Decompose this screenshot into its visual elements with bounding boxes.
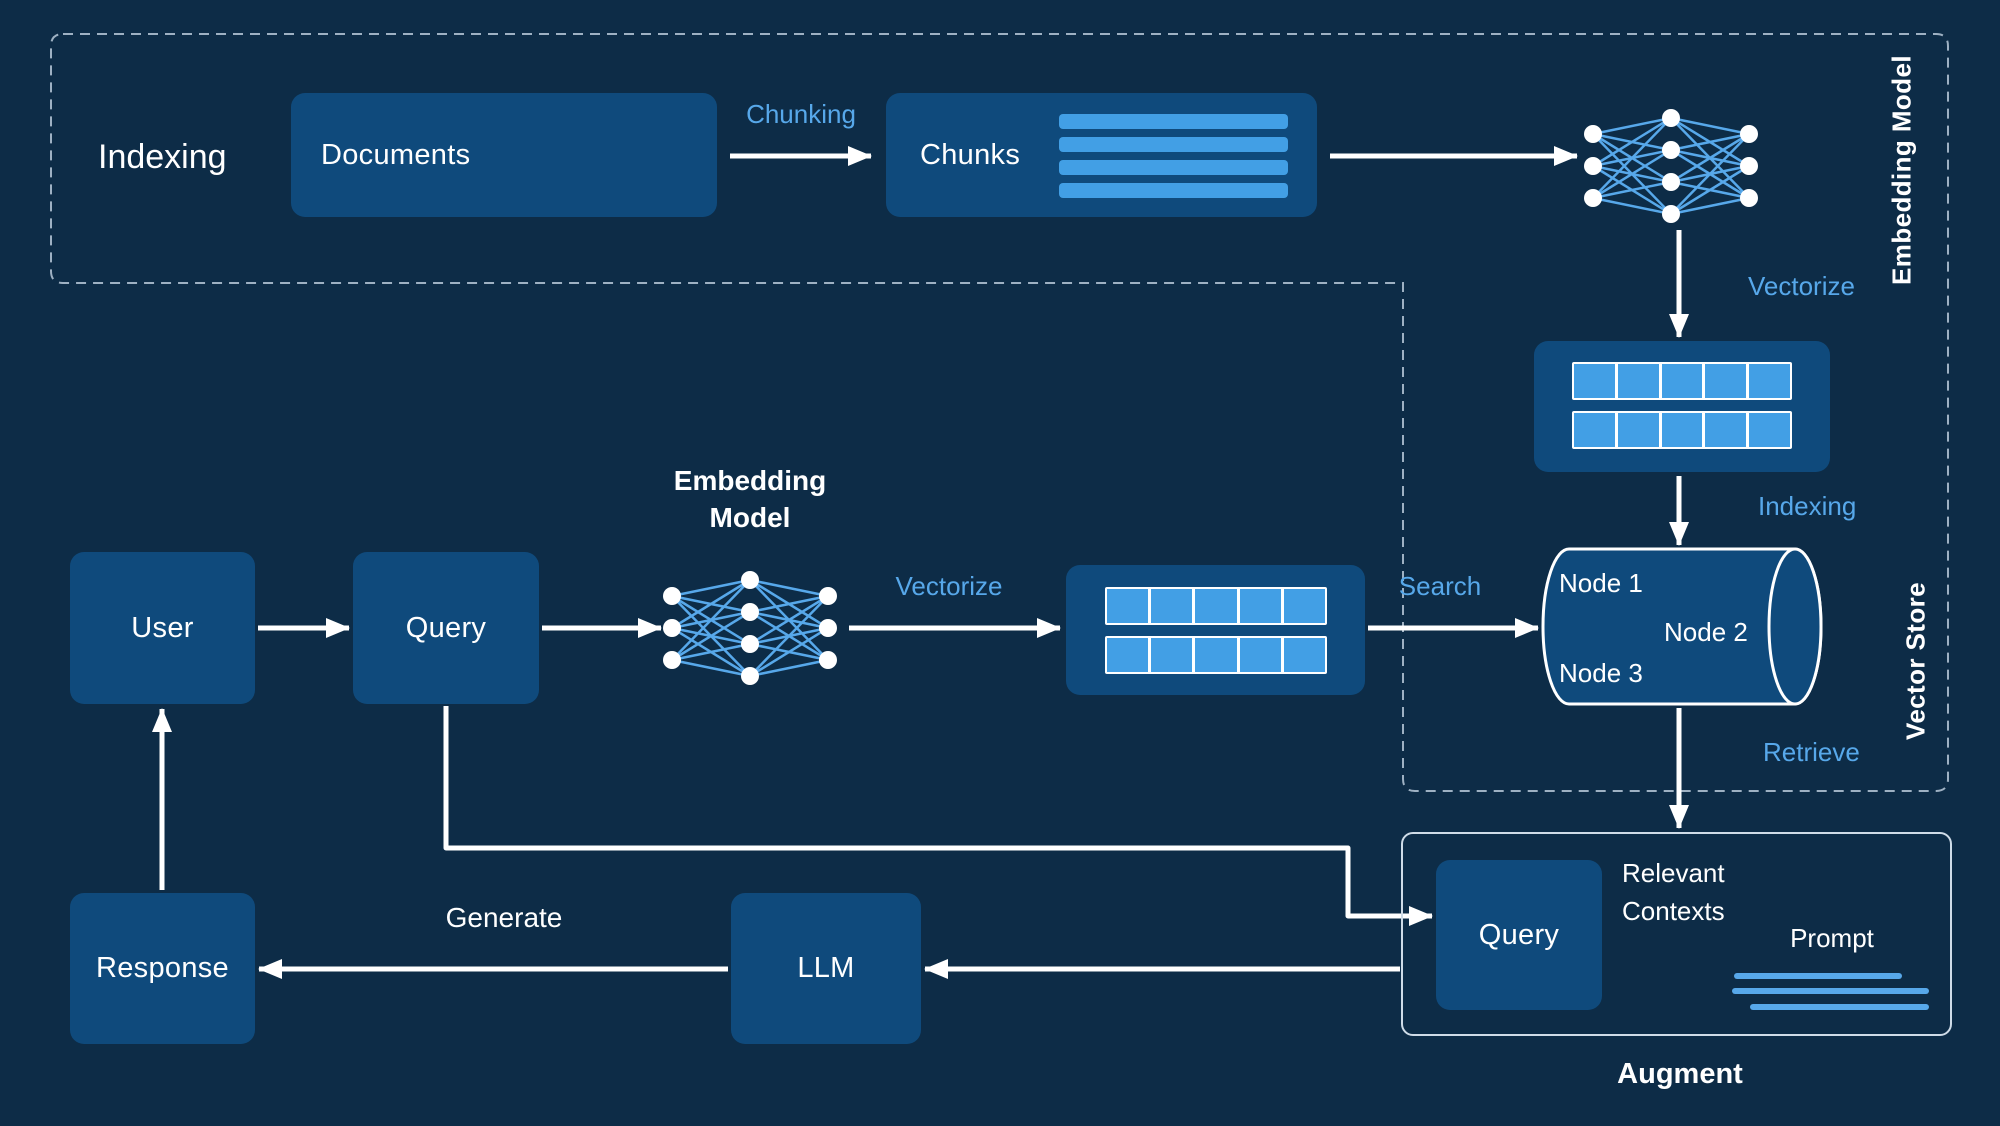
chunk-bar (1059, 114, 1288, 129)
vector-cell (1195, 589, 1237, 623)
chunk-bar (1059, 183, 1288, 198)
prompt-line (1734, 973, 1902, 979)
query-label: Query (405, 611, 487, 644)
vector-store-vertical-label: Vector Store (1900, 582, 1931, 740)
vector-cell (1661, 364, 1703, 398)
indexing-arrow-label: Indexing (1758, 491, 1857, 521)
vector-matrix-top (1534, 341, 1830, 472)
vector-cell (1239, 589, 1281, 623)
vector-cell (1151, 638, 1193, 672)
llm-label: LLM (797, 952, 855, 984)
embedding-model-line1: Embedding (673, 465, 827, 496)
vectorize-top-label: Vectorize (1748, 271, 1855, 301)
node-2-label: Node 2 (1664, 617, 1748, 647)
prompt-line (1750, 1004, 1929, 1010)
vector-cell (1239, 638, 1281, 672)
embedding-model-label: Embedding Model (674, 462, 826, 536)
chunk-bar (1059, 160, 1288, 175)
vector-cell (1574, 364, 1615, 398)
database-cylinder-icon (1541, 547, 1823, 706)
embedding-model-vertical-label: Embedding Model (1886, 55, 1917, 285)
user-label: User (131, 611, 194, 644)
vector-row (1572, 411, 1792, 449)
prompt-label: Prompt (1790, 923, 1874, 953)
vector-cell (1705, 413, 1747, 447)
vector-cell (1749, 413, 1790, 447)
vector-cell (1151, 589, 1193, 623)
chunk-bar (1059, 137, 1288, 152)
documents-label: Documents (321, 138, 471, 171)
prompt-line (1732, 988, 1929, 994)
vector-matrix-query (1066, 565, 1365, 695)
generate-arrow-label: Generate (445, 902, 563, 933)
vector-cell (1195, 638, 1237, 672)
relevant-line2: Contexts (1622, 896, 1725, 926)
vector-cell (1617, 364, 1659, 398)
node-3-label: Node 3 (1559, 658, 1643, 688)
embedding-model-line2: Model (709, 502, 791, 533)
query-box: Query (353, 552, 539, 704)
llm-box: LLM (731, 893, 921, 1044)
documents-box: Documents (291, 93, 717, 217)
augment-query-label: Query (1478, 918, 1560, 951)
augment-region (1401, 832, 1952, 1036)
vector-row (1105, 587, 1327, 625)
response-box: Response (70, 893, 255, 1044)
chunks-box: Chunks (886, 93, 1317, 217)
response-label: Response (96, 952, 229, 984)
augment-section-label: Augment (1617, 1058, 1743, 1090)
vector-cell (1705, 364, 1747, 398)
relevant-contexts-label: Relevant Contexts (1622, 854, 1725, 930)
vector-cell (1283, 589, 1326, 623)
vector-cell (1107, 638, 1149, 672)
query-to-augment-connector (443, 706, 1433, 926)
search-arrow-label: Search (1398, 571, 1482, 601)
relevant-line1: Relevant (1622, 858, 1725, 888)
vector-cell (1661, 413, 1703, 447)
vector-row (1105, 636, 1327, 674)
indexing-title: Indexing (98, 138, 227, 176)
vector-cell (1574, 413, 1615, 447)
vector-cell (1107, 589, 1149, 623)
augment-query-box: Query (1436, 860, 1602, 1010)
node-1-label: Node 1 (1559, 568, 1643, 598)
retrieve-arrow-label: Retrieve (1763, 737, 1860, 767)
indexing-region-border (50, 33, 1949, 792)
vector-cell (1749, 364, 1790, 398)
user-box: User (70, 552, 255, 704)
vector-cell (1617, 413, 1659, 447)
chunks-label: Chunks (920, 138, 1021, 171)
neural-network-icon (1582, 107, 1760, 225)
vector-cell (1283, 638, 1326, 672)
chunking-arrow-label: Chunking (746, 99, 856, 129)
vectorize-mid-label: Vectorize (895, 571, 1003, 601)
neural-network-icon (661, 569, 839, 687)
vector-row (1572, 362, 1792, 400)
